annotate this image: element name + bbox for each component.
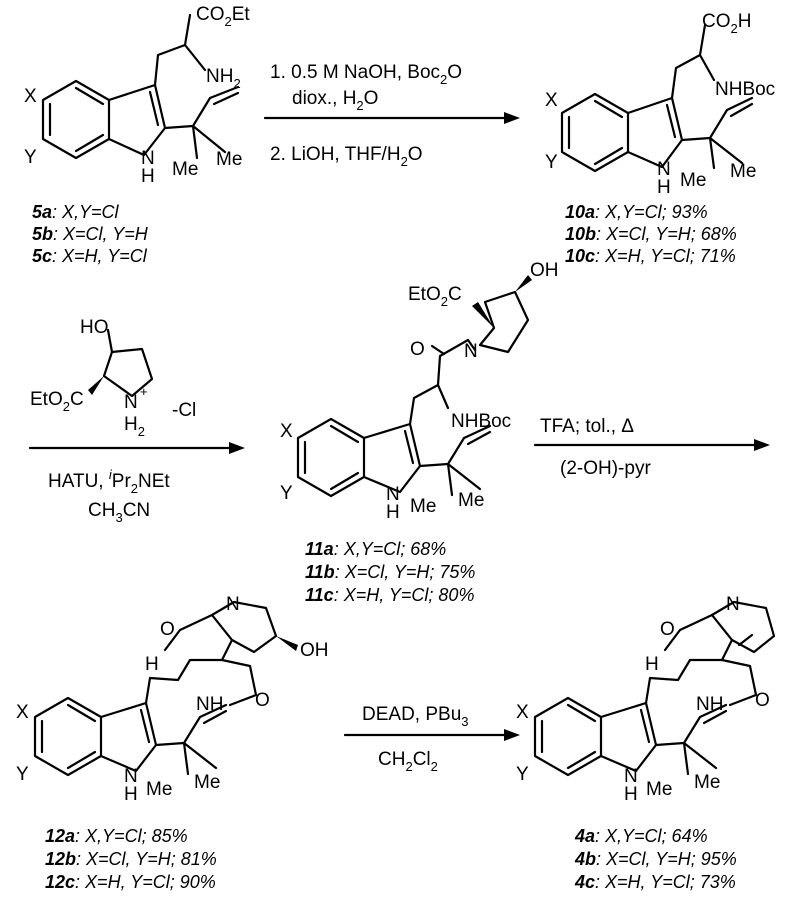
- amine-label: NH2: [206, 66, 241, 91]
- atom-X: X: [516, 702, 529, 723]
- atom-N: N: [226, 594, 240, 615]
- compound-10-structure: X Y N H Me Me CO2H NHBoc: [545, 11, 775, 198]
- atom-N: N: [657, 159, 671, 180]
- methyl-label: Me: [194, 772, 220, 793]
- methyl-label: Me: [216, 149, 242, 170]
- carbonyl-oxygen-label: O: [160, 619, 175, 640]
- svg-text:2. LiOH, THF/H2O: 2. LiOH, THF/H2O: [270, 144, 423, 169]
- svg-text:CH3CN: CH3CN: [88, 500, 150, 525]
- atom-H: H: [145, 654, 159, 675]
- hydroxyl-label: OH: [300, 640, 329, 661]
- compound-5-structure: X Y N H Me Me CO2Et NH2: [24, 4, 250, 187]
- svg-text:5b: X=Cl, Y=H: 5b: X=Cl, Y=H: [32, 224, 149, 244]
- compound-11-structure: O N EtO2C OH NHBoc X Y N H Me Me: [280, 260, 559, 523]
- atom-N: N: [624, 766, 638, 787]
- svg-text:10a: X,Y=Cl; 93%: 10a: X,Y=Cl; 93%: [565, 202, 708, 222]
- compound-12-labels: 12a: X,Y=Cl; 85% 12b: X=Cl, Y=H; 81% 12c…: [45, 826, 217, 892]
- methyl-label: Me: [146, 779, 172, 800]
- svg-text:1. 0.5 M NaOH, Boc2O: 1. 0.5 M NaOH, Boc2O: [270, 62, 462, 87]
- atom-N: N: [726, 594, 740, 615]
- atom-X: X: [16, 702, 29, 723]
- svg-text:10c: X=H, Y=Cl; 71%: 10c: X=H, Y=Cl; 71%: [565, 246, 736, 266]
- amide-nh-label: NH: [196, 694, 223, 715]
- atom-N: N: [141, 148, 155, 169]
- ester-group-label: EtO2C: [408, 284, 462, 309]
- atom-H: H: [386, 502, 400, 523]
- carbonyl-oxygen-label: O: [255, 690, 270, 711]
- nhboc-label: NHBoc: [715, 79, 775, 100]
- compound-4-labels: 4a: X,Y=Cl; 64% 4b: X=Cl, Y=H; 95% 4c: X…: [574, 826, 737, 892]
- atom-H: H: [124, 784, 138, 805]
- chloride-label: -Cl: [172, 400, 196, 421]
- svg-text:12a: X,Y=Cl; 85%: 12a: X,Y=Cl; 85%: [45, 826, 188, 846]
- acid-group-label: CO2H: [702, 11, 751, 36]
- reaction-step-3: TFA; tol., Δ (2-OH)-pyr: [533, 416, 770, 479]
- methyl-label: Me: [458, 490, 484, 511]
- atom-Y: Y: [280, 483, 293, 504]
- charge-plus: +: [140, 384, 148, 399]
- svg-text:DEAD, PBu3: DEAD, PBu3: [362, 704, 469, 729]
- ester-group-label: CO2Et: [196, 4, 250, 29]
- atom-N: N: [464, 341, 478, 362]
- svg-text:HATU, iPr2NEt: HATU, iPr2NEt: [48, 467, 170, 496]
- carbonyl-oxygen-label: O: [410, 339, 425, 360]
- atom-Y: Y: [516, 764, 529, 785]
- svg-text:4a: X,Y=Cl; 64%: 4a: X,Y=Cl; 64%: [574, 826, 708, 846]
- svg-text:10b: X=Cl, Y=H; 68%: 10b: X=Cl, Y=H; 68%: [565, 224, 737, 244]
- svg-text:CH2Cl2: CH2Cl2: [378, 749, 438, 774]
- svg-text:4b: X=Cl, Y=H; 95%: 4b: X=Cl, Y=H; 95%: [574, 849, 737, 869]
- atom-Y: Y: [545, 152, 558, 173]
- svg-text:12c: X=H, Y=Cl; 90%: 12c: X=H, Y=Cl; 90%: [45, 872, 216, 892]
- svg-text:12b: X=Cl, Y=H; 81%: 12b: X=Cl, Y=H; 81%: [45, 849, 217, 869]
- atom-X: X: [280, 421, 293, 442]
- atom-N: N: [386, 484, 400, 505]
- compound-5-labels: 5a: X,Y=Cl 5b: X=Cl, Y=H 5c: X=H, Y=Cl: [32, 202, 149, 266]
- atom-H: H: [657, 177, 671, 198]
- methyl-label: Me: [694, 772, 720, 793]
- reaction-step-4: DEAD, PBu3 CH2Cl2: [343, 704, 520, 774]
- carbonyl-oxygen-label: O: [660, 619, 675, 640]
- atom-N: N: [124, 766, 138, 787]
- atom-X: X: [24, 86, 37, 107]
- carbonyl-oxygen-label: O: [755, 690, 770, 711]
- svg-text:11b: X=Cl, Y=H; 75%: 11b: X=Cl, Y=H; 75%: [305, 562, 475, 582]
- compound-4-structure: O O N NH H X Y N H Me Me: [516, 594, 776, 805]
- compound-12-structure: O O N NH H OH X Y N H Me Me: [16, 594, 329, 805]
- reaction-step-2: HO EtO2C N + H2 -Cl HATU, iPr2NEt CH3CN: [28, 317, 245, 525]
- svg-text:4c: X=H, Y=Cl; 73%: 4c: X=H, Y=Cl; 73%: [574, 872, 736, 892]
- methyl-label: Me: [410, 496, 436, 517]
- atom-H: H: [624, 784, 638, 805]
- svg-text:TFA; tol., Δ: TFA; tol., Δ: [540, 416, 634, 437]
- ester-group-label: EtO2C: [30, 389, 84, 414]
- svg-text:5a: X,Y=Cl: 5a: X,Y=Cl: [32, 202, 120, 222]
- hydroxyl-label: HO: [80, 317, 109, 338]
- atom-N: N: [124, 392, 138, 413]
- nhboc-label: NHBoc: [451, 411, 511, 432]
- compound-10-labels: 10a: X,Y=Cl; 93% 10b: X=Cl, Y=H; 68% 10c…: [565, 202, 737, 266]
- svg-text:11c: X=H, Y=Cl; 80%: 11c: X=H, Y=Cl; 80%: [305, 585, 474, 605]
- compound-11-labels: 11a: X,Y=Cl; 68% 11b: X=Cl, Y=H; 75% 11c…: [305, 539, 475, 605]
- reaction-step-1: 1. 0.5 M NaOH, Boc2O diox., H2O 2. LiOH,…: [263, 62, 520, 169]
- svg-text:(2-OH)-pyr: (2-OH)-pyr: [560, 458, 651, 479]
- atom-Y: Y: [16, 764, 29, 785]
- svg-text:11a: X,Y=Cl; 68%: 11a: X,Y=Cl; 68%: [305, 539, 446, 559]
- atom-H: H2: [124, 414, 145, 439]
- amide-nh-label: NH: [696, 694, 723, 715]
- methyl-label: Me: [680, 170, 706, 191]
- hydroxyl-label: OH: [530, 260, 559, 281]
- svg-text:diox., H2O: diox., H2O: [292, 88, 378, 113]
- methyl-label: Me: [646, 779, 672, 800]
- methyl-label: Me: [730, 161, 756, 182]
- svg-text:5c: X=H, Y=Cl: 5c: X=H, Y=Cl: [32, 246, 148, 266]
- atom-X: X: [545, 90, 558, 111]
- methyl-label: Me: [172, 159, 198, 180]
- atom-Y: Y: [24, 147, 37, 168]
- atom-H: H: [645, 654, 659, 675]
- atom-H: H: [141, 166, 155, 187]
